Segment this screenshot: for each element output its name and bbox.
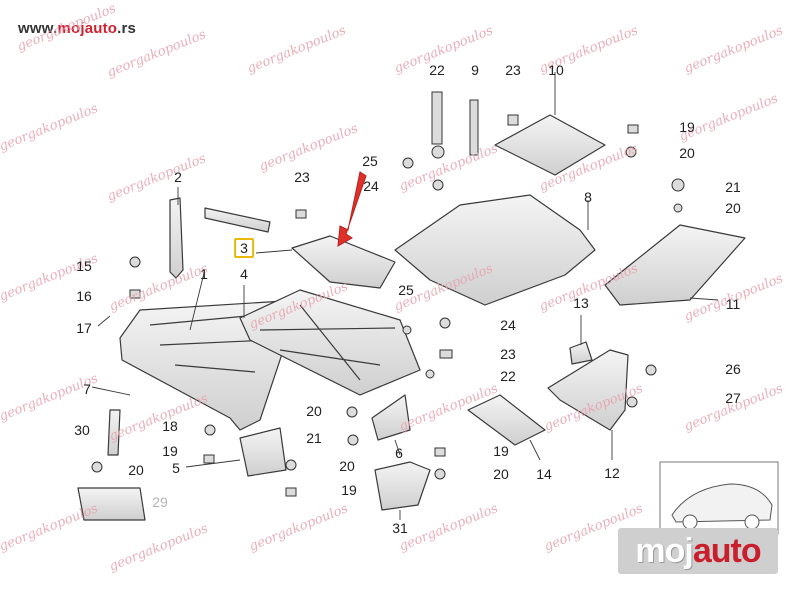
callout-29: 29	[152, 494, 168, 510]
callout-27: 27	[725, 390, 741, 406]
callout-13: 13	[573, 295, 589, 311]
logo-text-b: auto	[692, 531, 762, 570]
callout-11: 11	[725, 296, 741, 312]
callout-22: 22	[429, 62, 445, 78]
callout-22: 22	[500, 368, 516, 384]
red-arrow-icon	[337, 171, 367, 247]
callout-20: 20	[339, 458, 355, 474]
part-3	[291, 235, 396, 289]
site-suffix: .rs	[117, 20, 137, 37]
callout-25: 25	[362, 153, 378, 169]
logo-text-a: moj	[635, 531, 693, 570]
callout-8: 8	[584, 189, 592, 205]
part-13	[569, 341, 593, 365]
callout-19: 19	[341, 482, 357, 498]
part-6	[371, 394, 411, 441]
callout-14: 14	[536, 466, 552, 482]
callout-17: 17	[76, 320, 92, 336]
callout-20: 20	[306, 403, 322, 419]
callout-19: 19	[162, 443, 178, 459]
callout-20: 20	[128, 462, 144, 478]
part-8	[394, 194, 596, 306]
callout-15: 15	[76, 258, 92, 274]
callout-24: 24	[363, 178, 379, 194]
callout-18: 18	[162, 418, 178, 434]
part-29	[77, 487, 146, 521]
callout-20: 20	[493, 466, 509, 482]
part-30	[107, 409, 121, 456]
callout-16: 16	[76, 288, 92, 304]
site-url[interactable]: www.mojauto.rs	[18, 20, 136, 37]
callout-31: 31	[392, 520, 408, 536]
part-10	[494, 114, 606, 176]
part-31	[374, 461, 431, 511]
callout-30: 30	[74, 422, 90, 438]
callout-20: 20	[725, 200, 741, 216]
callout-23: 23	[294, 169, 310, 185]
part-12	[547, 349, 629, 431]
callout-26: 26	[725, 361, 741, 377]
callout-19: 19	[493, 443, 509, 459]
callout-21: 21	[725, 179, 741, 195]
callout-6: 6	[395, 445, 403, 461]
part-14	[467, 394, 546, 446]
callout-4: 4	[240, 266, 248, 282]
site-brand: mojauto	[57, 20, 118, 37]
callout-2: 2	[174, 169, 182, 185]
callout-3-highlighted: 3	[234, 238, 254, 258]
callout-12: 12	[604, 465, 620, 481]
callout-1: 1	[200, 266, 208, 282]
callout-19: 19	[679, 119, 695, 135]
callout-21: 21	[306, 430, 322, 446]
callout-20: 20	[679, 145, 695, 161]
callout-25: 25	[398, 282, 414, 298]
callout-9: 9	[471, 62, 479, 78]
callout-23: 23	[505, 62, 521, 78]
part-2	[169, 197, 184, 279]
callout-10: 10	[548, 62, 564, 78]
callout-5: 5	[172, 460, 180, 476]
car-inset-thumbnail	[659, 461, 779, 535]
site-prefix: www.	[18, 20, 58, 37]
callout-23: 23	[500, 346, 516, 362]
part-5	[239, 427, 287, 477]
callout-7: 7	[83, 381, 91, 397]
callout-24: 24	[500, 317, 516, 333]
part-11	[604, 224, 746, 306]
